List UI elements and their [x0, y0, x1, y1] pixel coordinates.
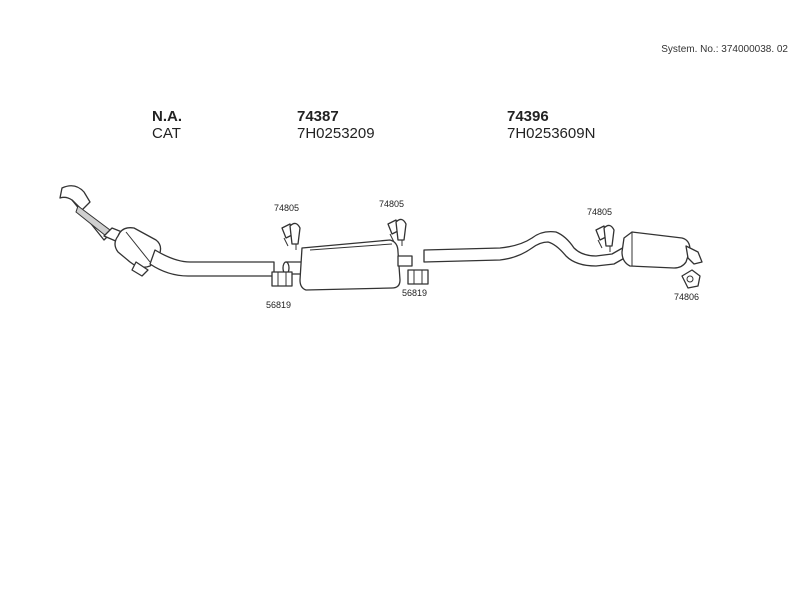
part-label-sleeve-left: 56819 [266, 300, 292, 310]
part-group-code: 74396 [507, 108, 549, 125]
part-label-hanger: 74806 [674, 292, 700, 302]
part-group-rear-silencer: 74396 7H0253609N [507, 108, 595, 142]
part-label-clamp-left: 74805 [274, 203, 300, 213]
clamp-mid-icon [387, 218, 407, 246]
part-group-catalyst: N.A. CAT [152, 108, 182, 142]
system-number: System. No.: 374000038. 02 [661, 44, 788, 55]
part-label-clamp-right: 74805 [587, 207, 613, 217]
clamp-left-icon [281, 222, 301, 250]
sleeve-left-icon [271, 271, 293, 287]
sleeve-mid-icon [407, 269, 429, 285]
rear-pipe [423, 230, 629, 267]
part-group-code: N.A. [152, 108, 182, 125]
part-label-clamp-mid: 74805 [379, 199, 405, 209]
catalytic-converter [59, 185, 275, 277]
part-group-name: CAT [152, 125, 181, 142]
middle-silencer [282, 239, 413, 291]
part-group-middle-silencer: 74387 7H0253209 [297, 108, 375, 142]
part-group-name: 7H0253209 [297, 125, 375, 142]
clamp-right-icon [595, 224, 615, 252]
part-group-name: 7H0253609N [507, 125, 596, 142]
rear-silencer [621, 231, 703, 269]
part-group-code: 74387 [297, 108, 339, 125]
part-label-sleeve-mid: 56819 [402, 288, 428, 298]
hanger-icon [681, 269, 701, 289]
